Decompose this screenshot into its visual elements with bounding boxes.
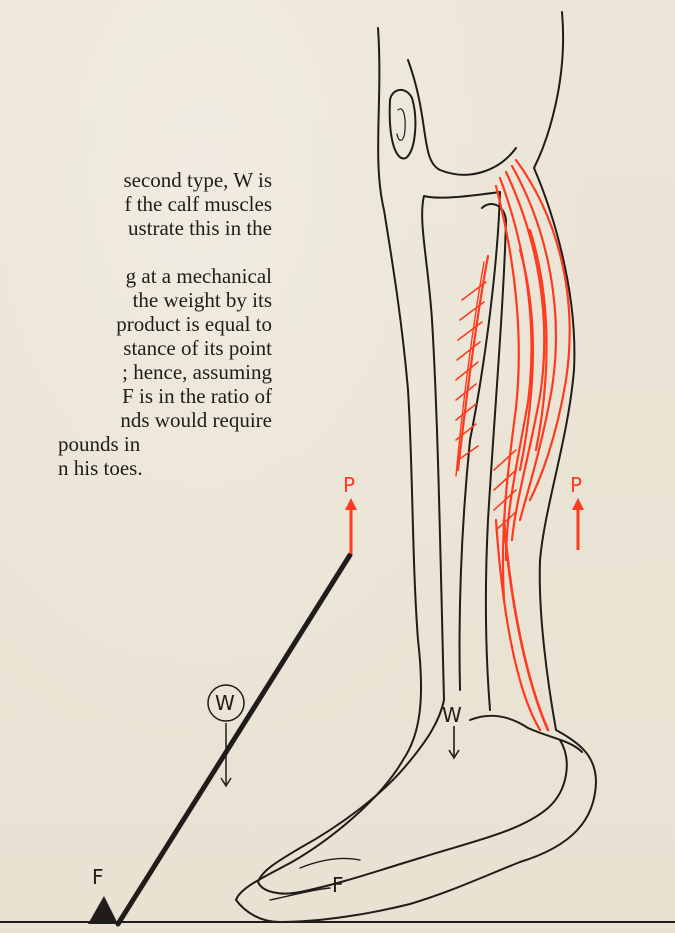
leg-effort-label: P: [570, 473, 582, 497]
muscle-hatch: [460, 302, 484, 320]
lever-diagram: F P W: [88, 473, 357, 924]
fulcrum-triangle: [88, 896, 118, 924]
tibia-front: [422, 196, 444, 700]
effort-label: P: [343, 473, 355, 497]
leg-front-outline: [236, 28, 421, 900]
calf-muscles: [456, 160, 570, 730]
toe-bones: [300, 858, 360, 868]
leg-labels: P W F: [332, 473, 584, 897]
leg-effort-arrow-head: [572, 498, 584, 510]
leg-drawing: [236, 12, 596, 922]
effort-arrow-head: [345, 498, 357, 510]
patella-inner: [397, 109, 405, 141]
leg-fulcrum-label: F: [332, 873, 344, 897]
lever-bar: [118, 555, 350, 924]
fulcrum-label: F: [92, 865, 104, 889]
leg-weight-label: W: [442, 703, 462, 727]
talus: [470, 716, 582, 752]
patella: [390, 90, 416, 159]
muscle-hatch: [457, 342, 480, 360]
femur-condyle: [408, 60, 516, 175]
muscle-hatch: [458, 322, 482, 340]
muscle-hatch: [494, 450, 516, 470]
weight-label: W: [215, 691, 235, 715]
foot-bones: [258, 700, 567, 894]
muscle-hatch: [456, 424, 476, 440]
leg-back-outline: [236, 12, 596, 922]
